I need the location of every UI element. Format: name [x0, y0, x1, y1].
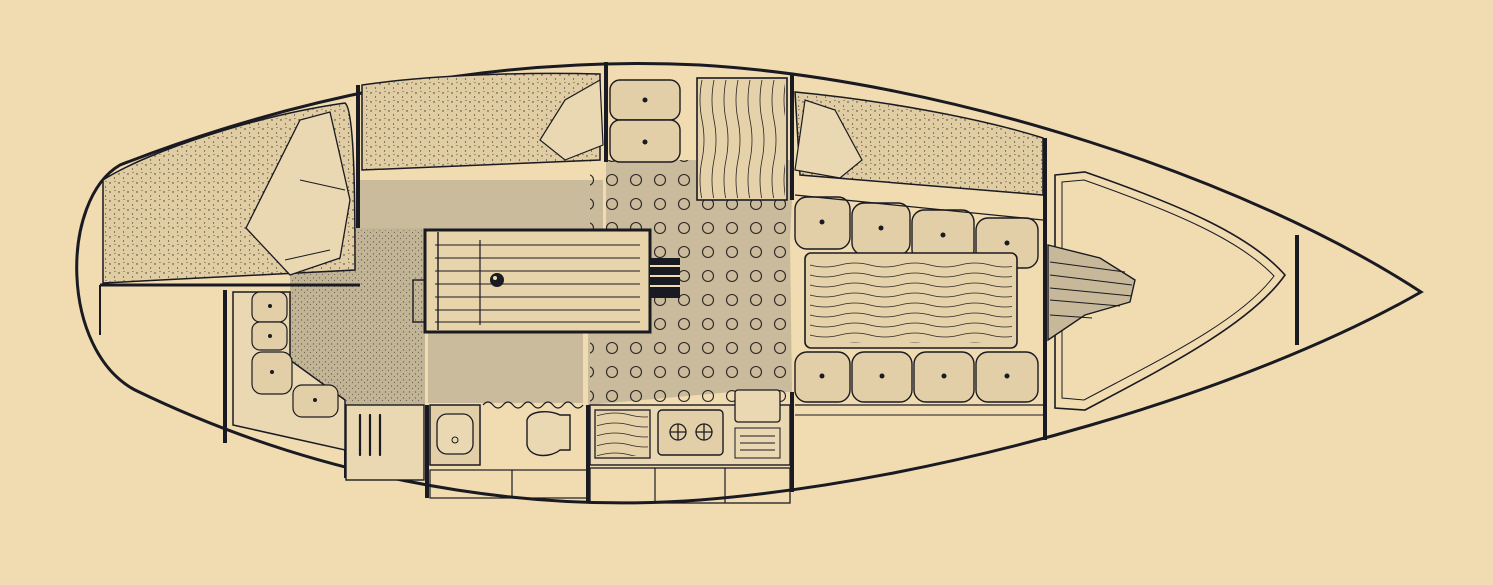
forepeak-infill-lines — [1049, 261, 1133, 319]
galley-lockers — [589, 467, 791, 504]
starboard-berth-pillow — [794, 99, 863, 179]
aft-berth-pillow — [245, 111, 351, 276]
galley-stove — [657, 409, 724, 456]
companionway-ladder — [650, 258, 680, 298]
cutlery-icon — [358, 413, 382, 457]
galley-chopping-grain — [597, 412, 648, 456]
settee-rail-upper — [794, 194, 1044, 221]
stove-burners-icon — [669, 423, 713, 441]
galley-drainer-lines — [740, 435, 775, 451]
forepeak-vberth-inner — [1061, 179, 1275, 401]
saloon-settee-lower — [794, 351, 1039, 403]
heads-floor-base — [429, 469, 589, 499]
companionway-ladder-rungs — [650, 265, 680, 287]
galley-sink — [734, 389, 781, 423]
chart-seat-step — [412, 279, 426, 323]
saloon-table-grain — [810, 258, 1012, 343]
chart-table-knob-highlight — [493, 276, 497, 280]
port-berth-pillow — [539, 78, 604, 161]
forepeak-vberth — [1054, 171, 1287, 411]
starboard-berth-stipple — [795, 92, 1043, 195]
chart-table-knob — [490, 273, 504, 287]
galley-drainer — [734, 427, 781, 459]
cushion-buttons — [268, 97, 1010, 402]
heads-basin-drain — [451, 436, 459, 444]
galley-sole — [428, 333, 583, 403]
port-berth-stipple — [362, 73, 600, 170]
aft-berth-pillow-fold — [284, 179, 346, 261]
wooden-locker-grain — [699, 80, 785, 198]
heads-curtain — [482, 401, 584, 409]
chart-table-slats — [435, 244, 640, 323]
cutlery-drawer — [345, 404, 425, 481]
hull-outline — [75, 62, 1424, 505]
heads-basin — [436, 413, 474, 455]
chart-table — [423, 228, 652, 334]
toilet-icon — [526, 411, 571, 457]
